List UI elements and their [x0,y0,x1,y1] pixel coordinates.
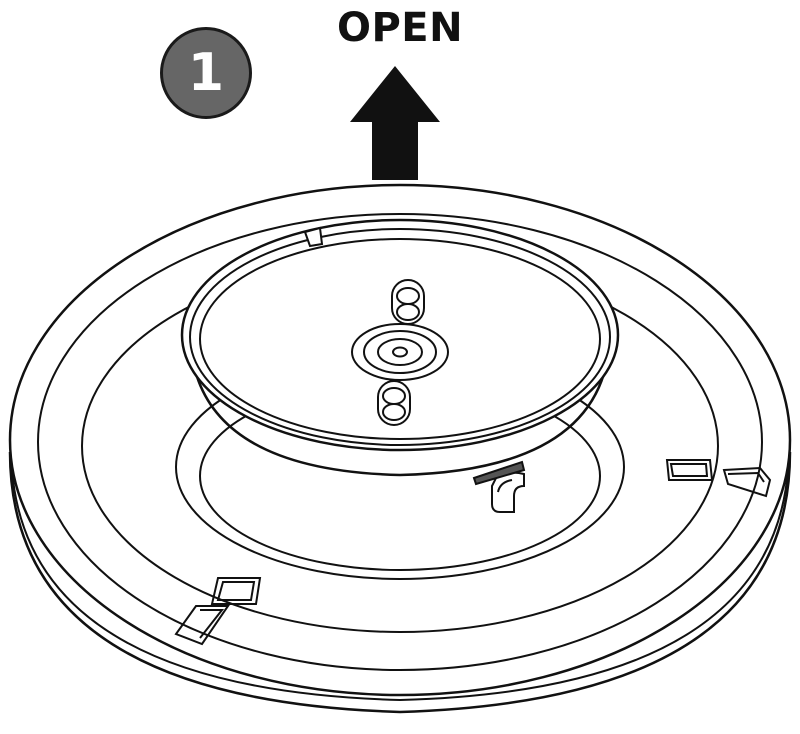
center-hub [351,323,449,381]
step-number-badge: 1 [160,27,252,119]
mounting-slot-left [174,577,262,646]
top-mounting-disc [180,218,620,477]
base-plate [8,183,792,714]
mounting-slot-right [665,459,772,498]
step-number: 1 [187,43,225,103]
arrow-up-icon [350,66,440,180]
upper-screw-slot [391,279,425,325]
latch-clip [472,460,526,513]
lower-screw-slot [377,380,411,426]
open-label: OPEN [336,5,464,51]
